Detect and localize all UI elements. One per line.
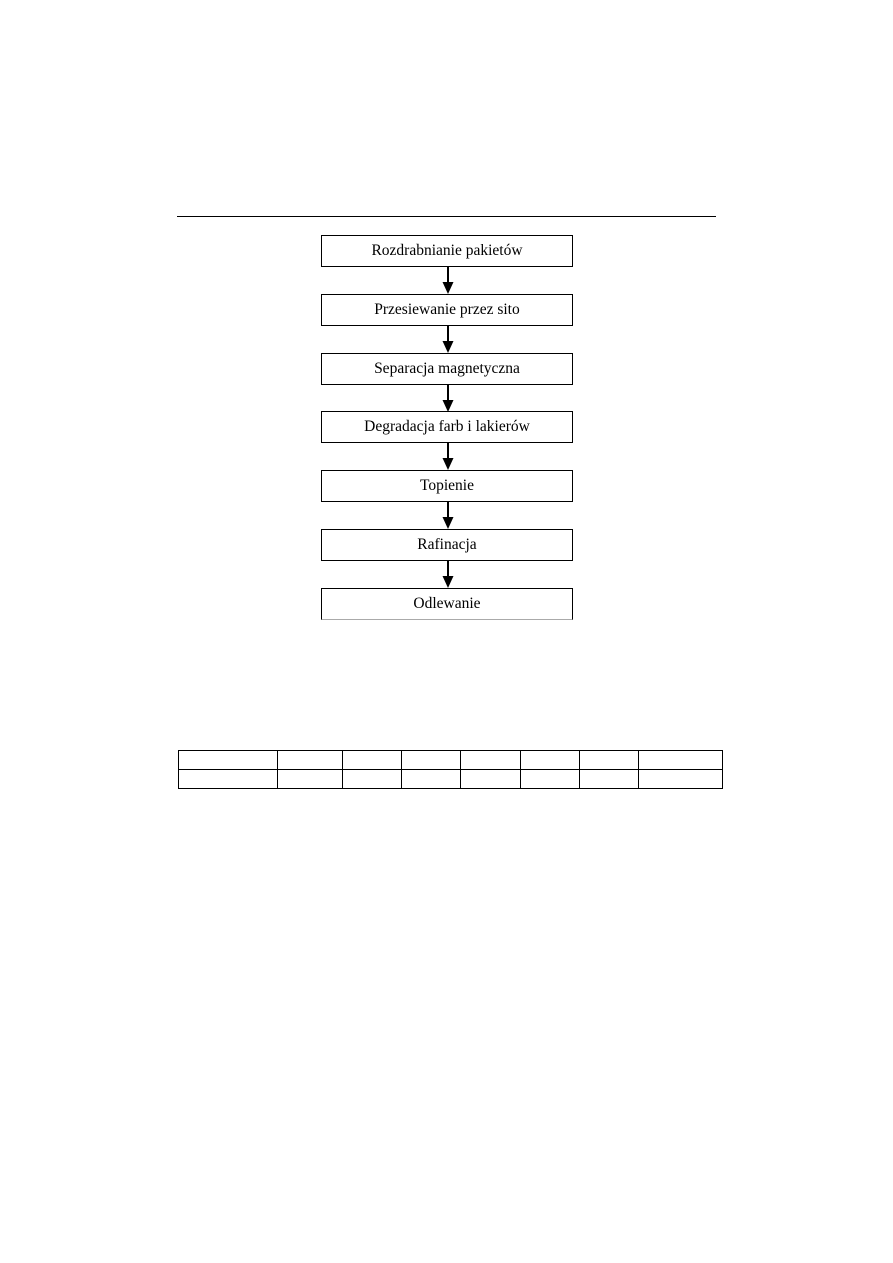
step-topienie: Topienie xyxy=(321,470,573,502)
arrow-down-icon xyxy=(442,326,454,353)
arrow-down-icon xyxy=(442,385,454,412)
arrow-down-icon xyxy=(442,502,454,529)
table-cell xyxy=(277,750,343,770)
table-cell xyxy=(579,769,639,789)
step-odlewanie: Odlewanie xyxy=(321,588,573,620)
table-cell xyxy=(520,769,580,789)
table-cell xyxy=(178,750,278,770)
table-cell xyxy=(520,750,580,770)
table-row xyxy=(178,750,723,770)
arrow-down-icon xyxy=(442,443,454,470)
table-cell xyxy=(342,769,402,789)
table-cell xyxy=(638,769,723,789)
table-cell xyxy=(342,750,402,770)
step-przesiewanie-przez-sito: Przesiewanie przez sito xyxy=(321,294,573,326)
arrow-down-icon xyxy=(442,267,454,294)
table-cell xyxy=(401,769,461,789)
arrow-down-icon xyxy=(442,561,454,588)
process-flowchart: Rozdrabnianie pakietów Przesiewanie prze… xyxy=(321,235,573,620)
table-cell xyxy=(638,750,723,770)
table-cell xyxy=(460,769,521,789)
table-cell xyxy=(579,750,639,770)
horizontal-rule xyxy=(177,216,716,217)
step-rafinacja: Rafinacja xyxy=(321,529,573,561)
table-cell xyxy=(178,769,278,789)
table-row xyxy=(178,769,723,789)
table-cell xyxy=(401,750,461,770)
step-degradacja-farb-i-lakierow: Degradacja farb i lakierów xyxy=(321,411,573,443)
table-cell xyxy=(277,769,343,789)
empty-table xyxy=(178,750,723,789)
step-rozdrabnianie-pakietow: Rozdrabnianie pakietów xyxy=(321,235,573,267)
step-separacja-magnetyczna: Separacja magnetyczna xyxy=(321,353,573,385)
table-cell xyxy=(460,750,521,770)
